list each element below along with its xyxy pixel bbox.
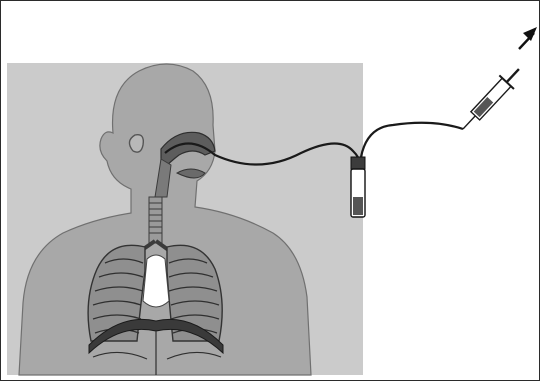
sample-tube-icon <box>351 157 365 217</box>
arrow-head <box>523 27 537 41</box>
mediastinum <box>143 255 169 307</box>
syringe-icon <box>456 62 527 136</box>
syringe-needle <box>463 116 475 129</box>
ear <box>129 135 143 152</box>
arrow-icon <box>519 27 537 49</box>
tube-cap <box>351 157 365 169</box>
trachea <box>149 197 162 243</box>
tubing-tube-to-syringe <box>361 123 463 157</box>
tube-liquid <box>353 197 363 215</box>
syringe-plunger <box>507 69 519 82</box>
